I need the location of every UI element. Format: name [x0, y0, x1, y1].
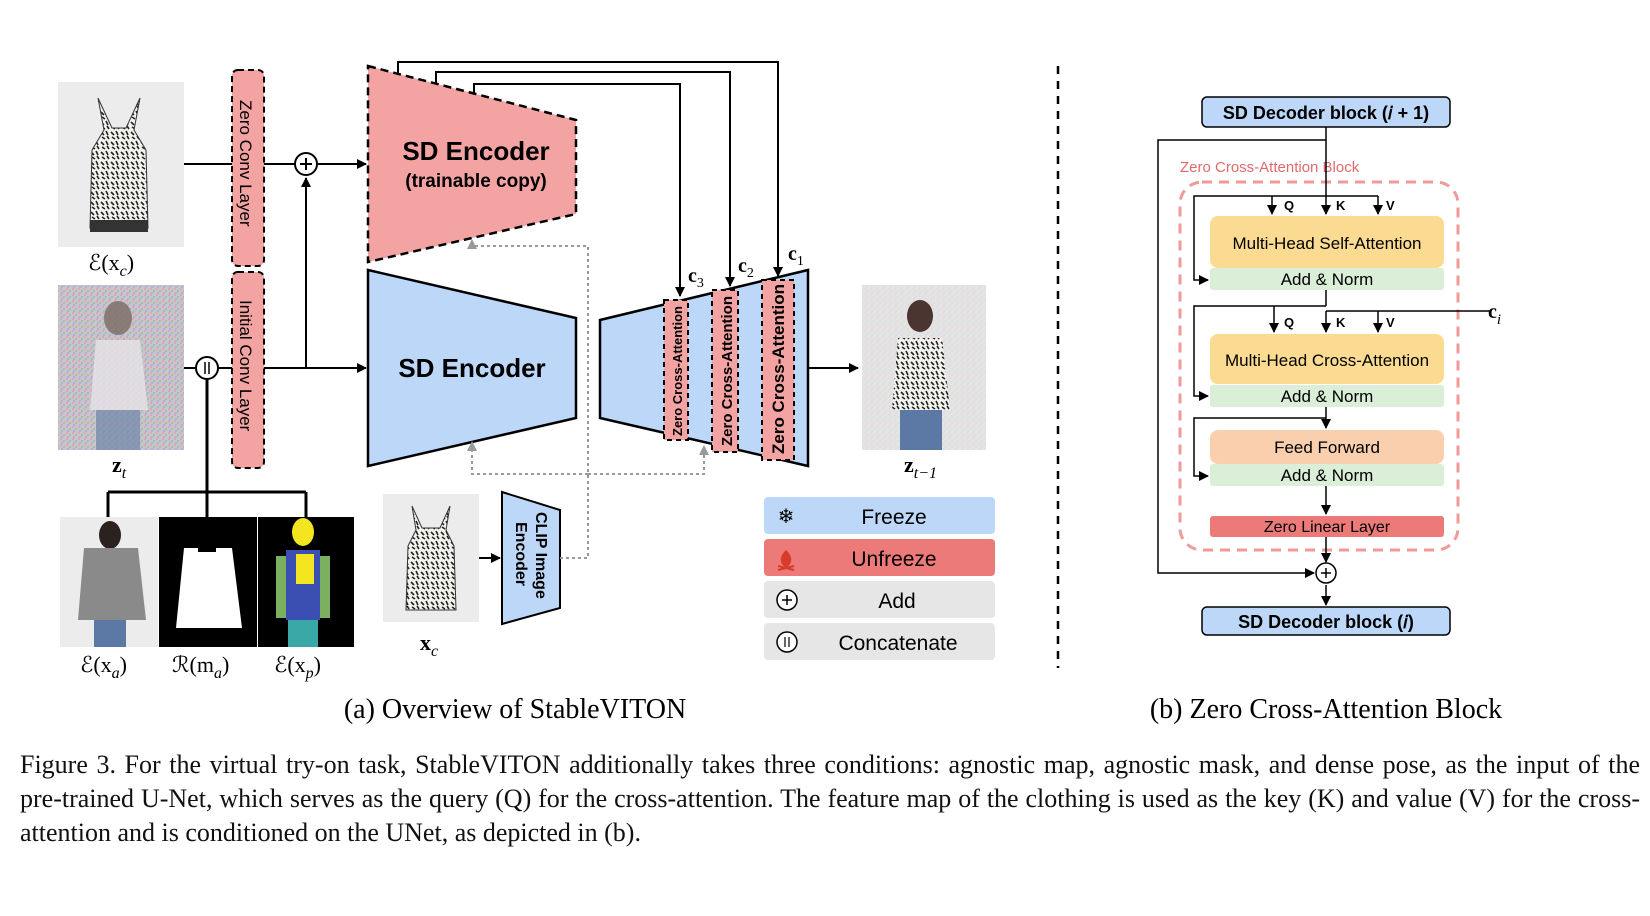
fire-icon [777, 550, 795, 571]
concat-node [195, 356, 219, 380]
noisy-latent-image [58, 285, 184, 450]
cloth-latent-image [58, 82, 184, 247]
add-icon [776, 589, 798, 611]
multi-head-cross-attention [1210, 334, 1444, 384]
q-label-cross: Q [1284, 315, 1294, 330]
zero-cross-attention-block [1178, 180, 1460, 552]
clip-feature-lines [467, 239, 709, 559]
legend-add-swatch [764, 581, 995, 618]
subcaption-b: (b) Zero Cross-Attention Block [1150, 694, 1502, 725]
stableviton-diagram: ℰ(xc) zt ℰ(xa) ℛ(ma) ℰ(xp) [58, 61, 1502, 725]
output-latent-label: zt−1 [904, 452, 937, 482]
add-node-decoder [1315, 562, 1337, 584]
v-label-cross: V [1386, 315, 1395, 330]
self-attention-label: Multi-Head Self-Attention [1233, 234, 1422, 253]
v-label-self: V [1386, 198, 1395, 213]
sd-decoder [598, 268, 810, 468]
sd-encoder-trainable [366, 64, 578, 264]
add-norm-1 [1210, 268, 1444, 290]
zero-cross-attention-1 [761, 279, 795, 461]
subcaption-a: (a) Overview of StableVITON [344, 694, 686, 725]
agnostic-map-label: ℰ(xa) [80, 652, 127, 682]
k-label-self: K [1336, 198, 1346, 213]
initial-conv-label: Initial Conv Layer [236, 300, 255, 432]
sd-encoder-frozen [366, 268, 578, 468]
zero-cross-attention-block-title: Zero Cross-Attention Block [1180, 159, 1360, 176]
feed-forward [1210, 430, 1444, 464]
clip-image-encoder [501, 490, 561, 626]
dense-pose-image [258, 517, 354, 647]
sd-encoder-frozen-label: SD Encoder [398, 353, 545, 383]
zero-linear-layer [1210, 516, 1444, 537]
figure-caption: Figure 3. For the virtual try-on task, S… [20, 750, 1640, 847]
multi-head-self-attention [1210, 216, 1444, 268]
legend-add: Add [878, 590, 915, 613]
noisy-latent-label: zt [112, 452, 127, 482]
legend-freeze-swatch [764, 497, 995, 534]
c3-label: c3 [688, 265, 704, 291]
initial-conv-layer [231, 271, 265, 469]
condition-connector [106, 380, 308, 517]
legend-concatenate: Concatenate [838, 632, 957, 655]
sd-encoder-trainable-sub: (trainable copy) [405, 171, 546, 192]
cross-attention-label: Multi-Head Cross-Attention [1225, 351, 1429, 370]
sd-decoder-block-bottom-label: SD Decoder block (𝑖) [1238, 612, 1414, 632]
add-norm-1-label: Add & Norm [1281, 270, 1374, 289]
agnostic-mask-image [159, 517, 257, 647]
add-norm-3-label: Add & Norm [1281, 466, 1374, 485]
zero-cross-attention-2 [711, 289, 739, 453]
q-label-self: Q [1284, 198, 1294, 213]
concatenate-icon [776, 631, 798, 653]
legend-unfreeze-swatch [764, 539, 995, 576]
zero-linear-layer-label: Zero Linear Layer [1264, 519, 1391, 536]
c1-label: c1 [788, 243, 804, 269]
legend-concat-swatch [764, 623, 995, 660]
zero-cross-attention-3-label: Zero Cross-Attention [670, 306, 685, 436]
sd-encoder-trainable-label: SD Encoder [402, 136, 549, 166]
snowflake-icon: ❄ [778, 506, 795, 528]
clip-encoder-label-1: CLIP Image [532, 512, 549, 599]
skip-connections [397, 61, 783, 297]
add-node-encoder [294, 152, 318, 176]
block-flow-lines [1157, 127, 1490, 606]
zero-cross-attention-3 [663, 299, 689, 441]
legend: ❄ Freeze Unfreeze Add Concatenate [764, 497, 995, 660]
k-label-cross: K [1336, 315, 1346, 330]
cloth-input-image [383, 494, 479, 622]
cloth-latent-label: ℰ(xc) [88, 250, 134, 280]
c2-label: c2 [738, 255, 754, 281]
zero-cross-attention-1-label: Zero Cross-Attention [769, 284, 788, 454]
zero-cross-attention-2-label: Zero Cross-Attention [719, 296, 736, 446]
add-norm-2-label: Add & Norm [1281, 387, 1374, 406]
zero-conv-label: Zero Conv Layer [236, 100, 255, 227]
sd-decoder-block-top-label: SD Decoder block (𝑖 + 1) [1223, 103, 1429, 123]
dense-pose-label: ℰ(xp) [274, 652, 321, 682]
add-norm-3 [1210, 464, 1444, 486]
clip-encoder-label-2: Encoder [512, 522, 529, 586]
output-latent-image [862, 285, 986, 450]
zero-conv-layer [231, 69, 265, 267]
legend-freeze: Freeze [861, 506, 926, 529]
agnostic-map-image [60, 517, 158, 647]
cloth-input-label: xc [420, 630, 438, 660]
add-norm-2 [1210, 385, 1444, 407]
ci-label: ci [1488, 301, 1501, 328]
agnostic-mask-label: ℛ(ma) [172, 652, 229, 682]
sd-decoder-block-bottom [1201, 606, 1451, 636]
feed-forward-label: Feed Forward [1274, 438, 1380, 457]
legend-unfreeze: Unfreeze [851, 548, 936, 571]
